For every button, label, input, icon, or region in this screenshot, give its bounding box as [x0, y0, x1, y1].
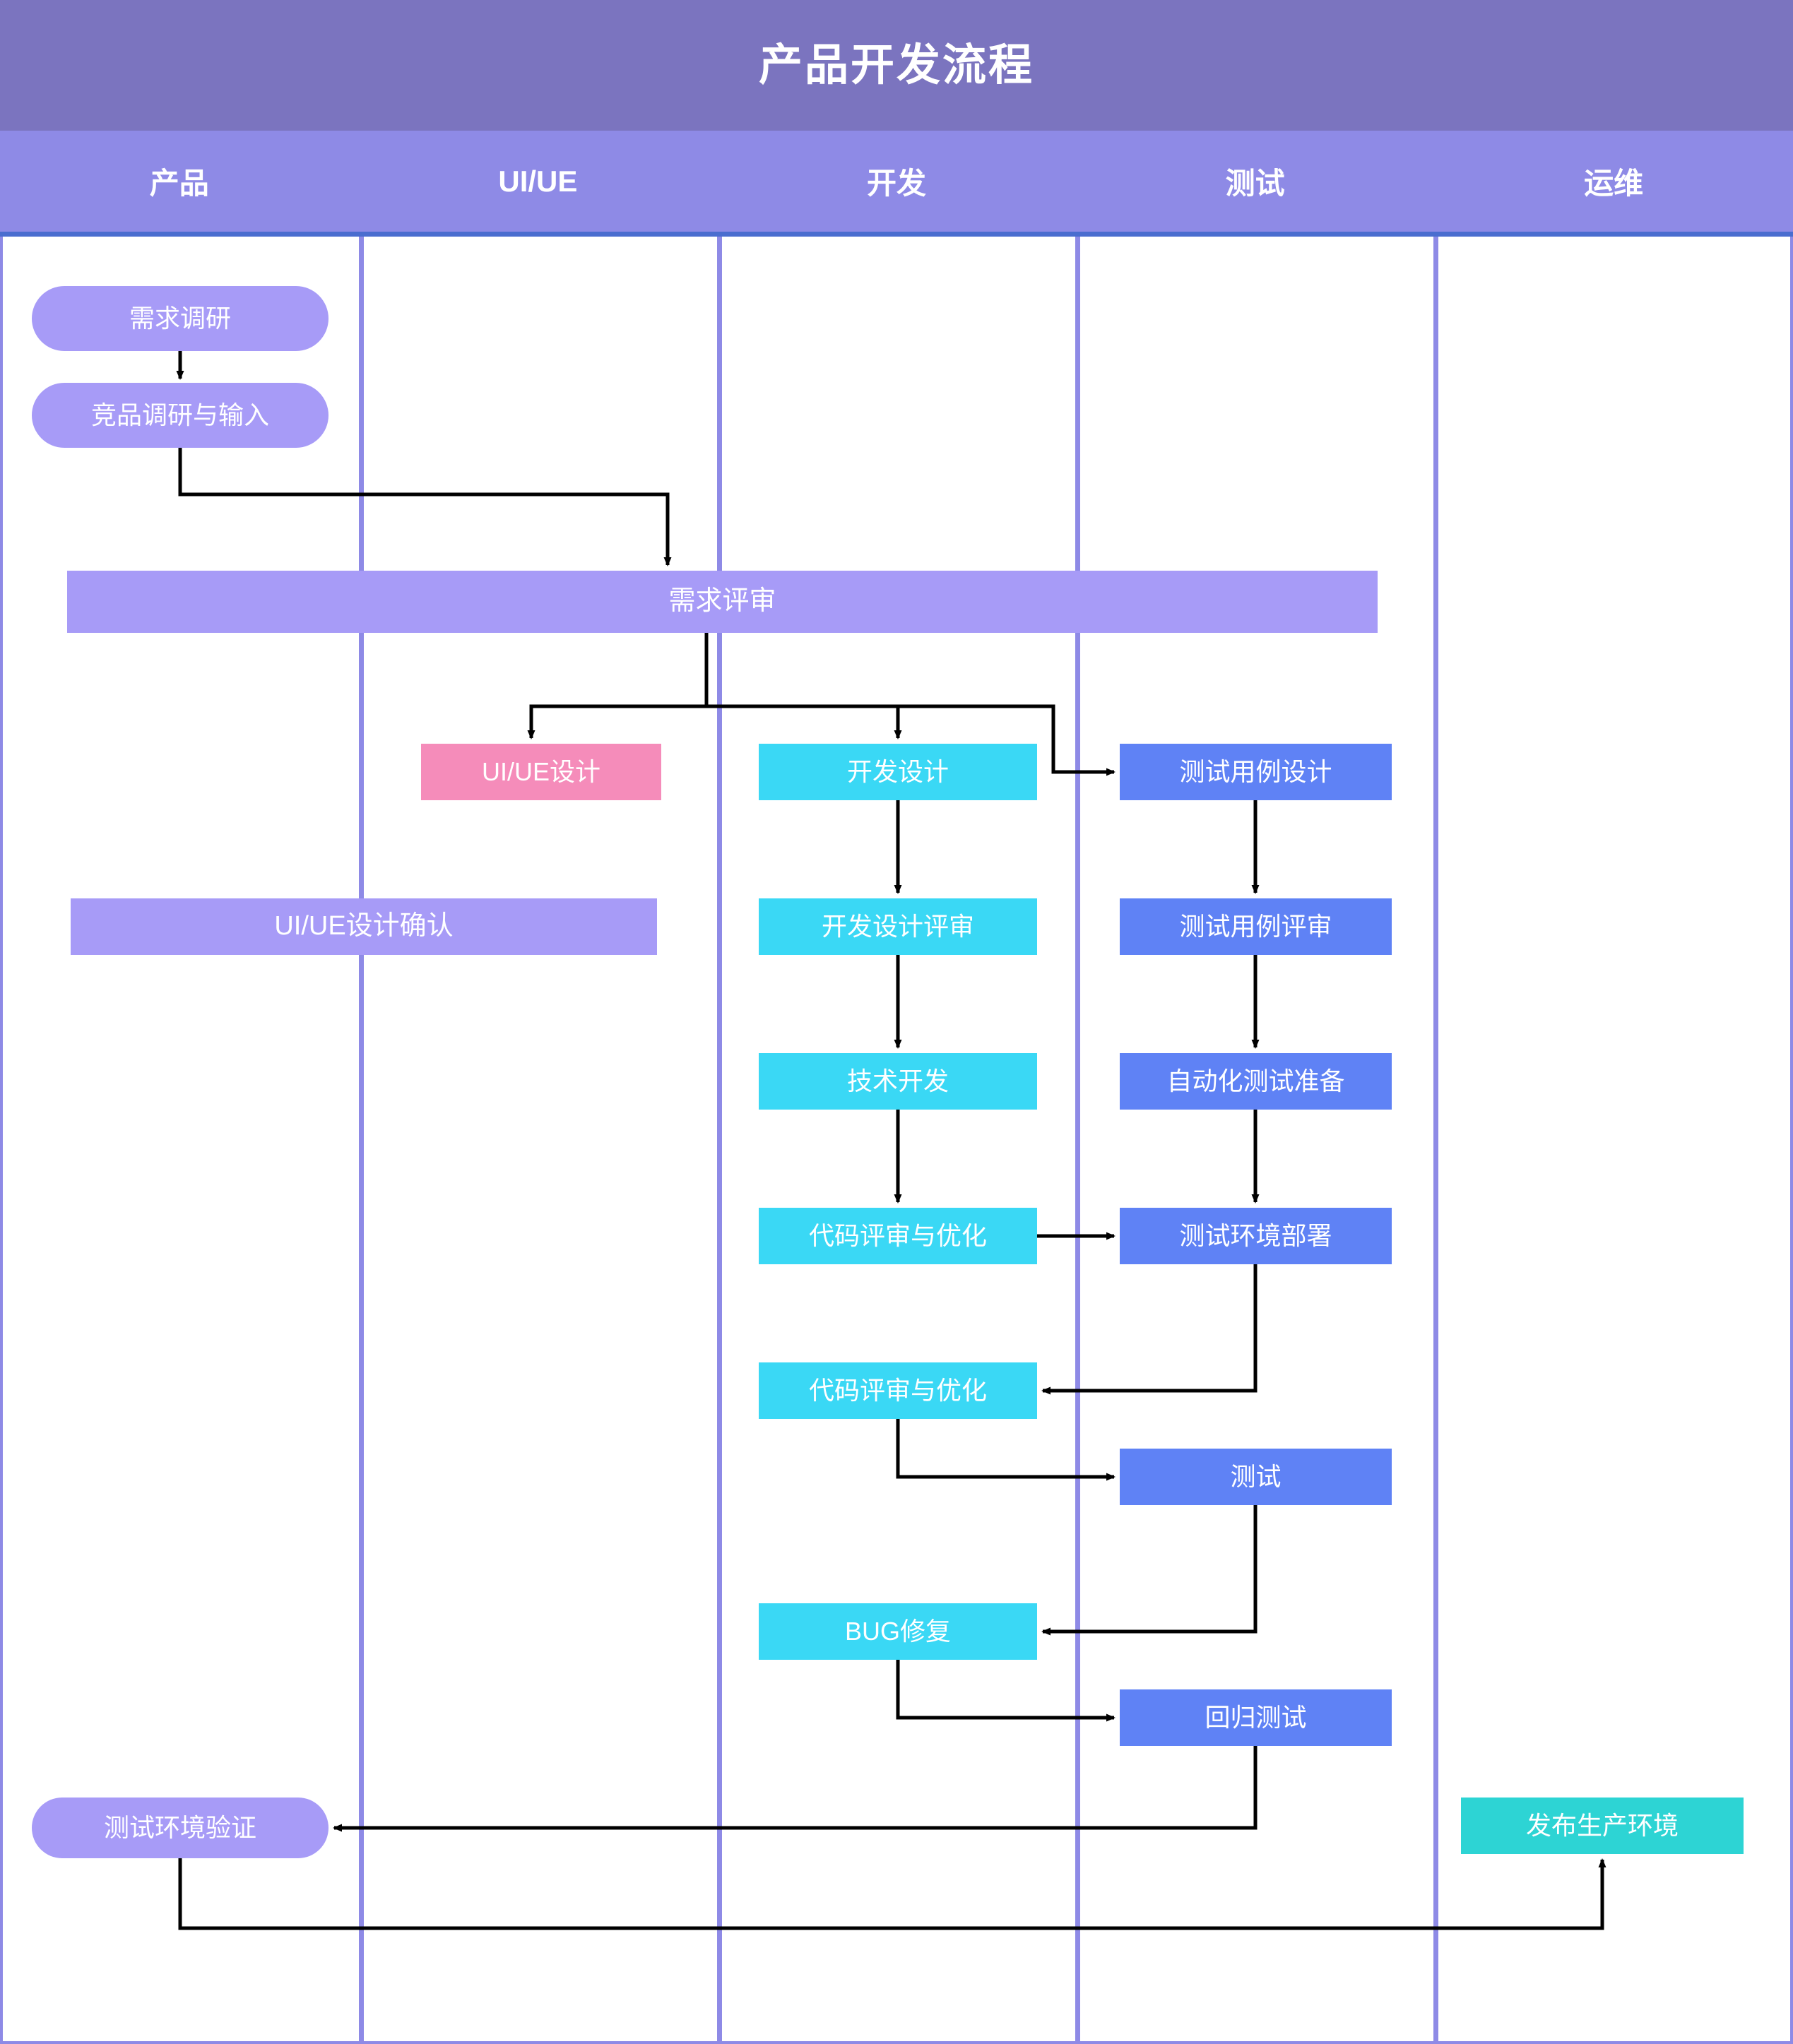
flow-node-label: 发布生产环境: [1525, 1811, 1679, 1841]
flow-node-label: UI/UE设计确认: [274, 911, 454, 941]
lane-header-test[interactable]: 测试: [1225, 167, 1285, 200]
flow-node-label: UI/UE设计: [481, 757, 600, 787]
flow-node-n2[interactable]: 竞品调研与输入: [32, 383, 329, 448]
flow-node-n7[interactable]: 开发设计评审: [759, 898, 1037, 955]
flow-node-n6[interactable]: 开发设计: [759, 744, 1037, 800]
page-title: 产品开发流程: [758, 40, 1034, 90]
flow-node-n19[interactable]: 发布生产环境: [1461, 1798, 1744, 1854]
flow-node-n9[interactable]: 代码评审与优化: [759, 1208, 1037, 1264]
flow-node-n3[interactable]: 需求评审: [67, 571, 1378, 633]
lane-header-product[interactable]: 产品: [149, 167, 209, 200]
flow-node-n10[interactable]: 代码评审与优化: [759, 1362, 1037, 1419]
flow-node-n12[interactable]: 测试用例设计: [1120, 744, 1392, 800]
flow-node-label: 竞品调研与输入: [90, 400, 269, 430]
flow-node-label: 自动化测试准备: [1166, 1066, 1345, 1096]
lane-header-band: 产品 UI/UE 开发 测试 运维: [0, 131, 1793, 237]
flow-node-n15[interactable]: 测试环境部署: [1120, 1208, 1392, 1264]
flow-node-n18[interactable]: 测试环境验证: [32, 1798, 329, 1858]
flow-node-n17[interactable]: 回归测试: [1120, 1689, 1392, 1746]
flow-node-n1[interactable]: 需求调研: [32, 286, 329, 351]
flow-node-n14[interactable]: 自动化测试准备: [1120, 1053, 1392, 1110]
flow-node-n16[interactable]: 测试: [1120, 1449, 1392, 1505]
flow-node-label: 代码评审与优化: [808, 1221, 987, 1251]
flow-node-label: 技术开发: [846, 1066, 949, 1096]
lane-header-ops[interactable]: 运维: [1584, 167, 1644, 200]
flow-node-label: 测试环境部署: [1179, 1221, 1332, 1251]
flow-node-label: 测试用例评审: [1179, 912, 1332, 941]
flow-node-label: 代码评审与优化: [808, 1376, 987, 1406]
flow-node-label: 测试: [1230, 1462, 1282, 1492]
lane-divider-2: [717, 237, 722, 2041]
flow-node-label: 回归测试: [1205, 1703, 1307, 1733]
flow-node-label: 开发设计: [846, 757, 949, 787]
flow-node-n4[interactable]: UI/UE设计: [421, 744, 661, 800]
flow-node-n5[interactable]: UI/UE设计确认: [71, 898, 657, 955]
flow-node-n11[interactable]: BUG修复: [759, 1603, 1037, 1660]
flow-node-label: 测试环境验证: [103, 1813, 256, 1843]
lane-header-uiue[interactable]: UI/UE: [498, 164, 578, 198]
flow-node-label: 开发设计评审: [821, 912, 974, 941]
flow-node-label: 需求评审: [668, 586, 776, 617]
lane-divider-1: [359, 237, 364, 2041]
lane-divider-4: [1433, 237, 1438, 2041]
lane-divider-3: [1075, 237, 1080, 2041]
flow-node-label: 需求调研: [129, 304, 231, 333]
flow-node-label: 测试用例设计: [1179, 757, 1332, 787]
flow-node-label: BUG修复: [844, 1617, 951, 1646]
title-bar: 产品开发流程: [0, 0, 1793, 131]
lane-header-dev[interactable]: 开发: [866, 167, 926, 200]
flow-node-n8[interactable]: 技术开发: [759, 1053, 1037, 1110]
lane-area: [0, 237, 1793, 2044]
flow-node-n13[interactable]: 测试用例评审: [1120, 898, 1392, 955]
